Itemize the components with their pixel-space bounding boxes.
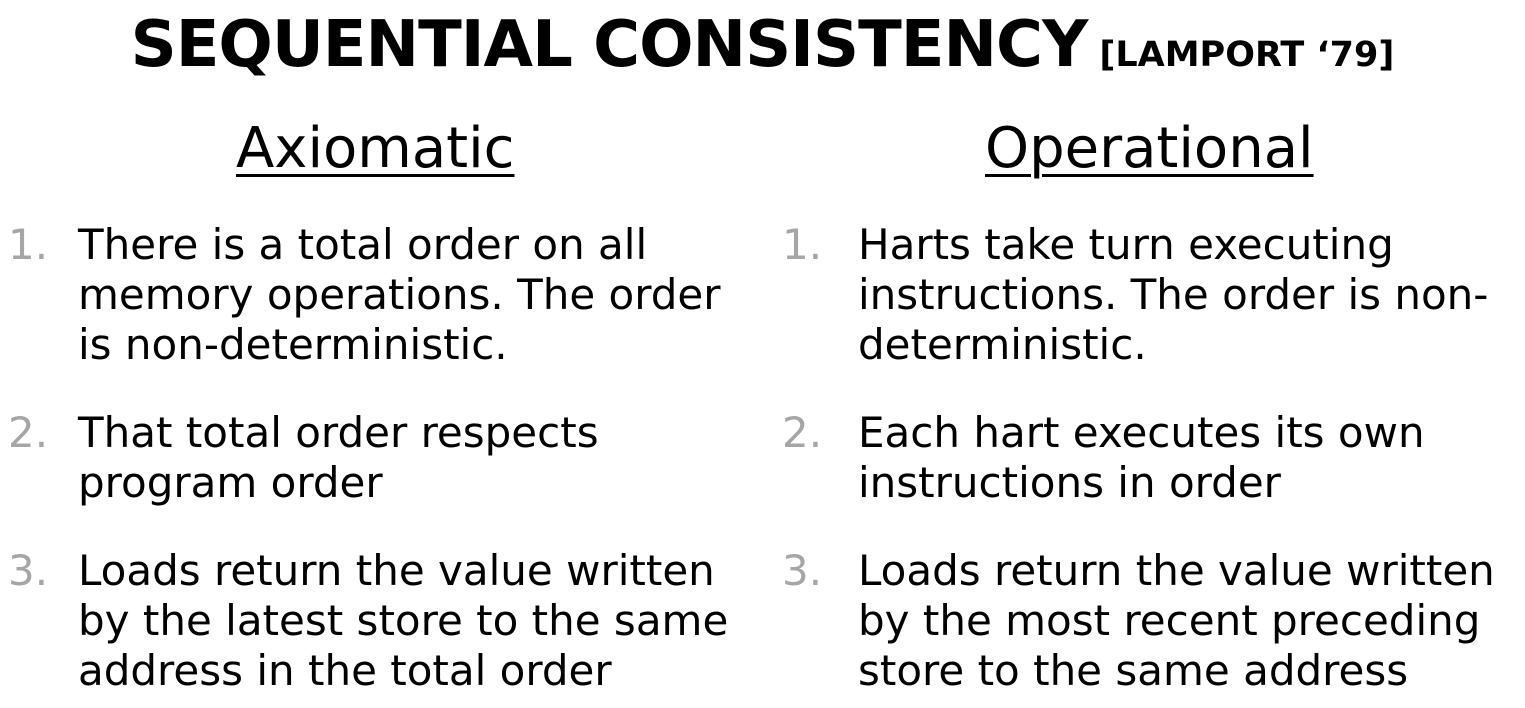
list-item: 2. Each hart executes its own instructio… (780, 408, 1425, 508)
list-item: 3. Loads return the value written by the… (780, 546, 1495, 696)
item-text: There is a total order on all memory ope… (78, 220, 721, 369)
item-number: 1. (8, 220, 49, 269)
item-number: 2. (782, 408, 823, 457)
slide-title: SEQUENTIAL CONSISTENCY[LAMPORT ‘79] (0, 8, 1525, 82)
item-number: 1. (782, 220, 823, 269)
operational-heading: Operational (985, 116, 1314, 181)
item-text: Loads return the value written by the la… (78, 546, 729, 695)
list-item: 3. Loads return the value written by the… (0, 546, 728, 696)
list-item: 1. Harts take turn executing instruction… (780, 220, 1488, 370)
item-number: 3. (8, 546, 49, 595)
item-text: Harts take turn executing instructions. … (858, 220, 1489, 369)
item-text: That total order respects program order (78, 408, 599, 507)
item-number: 3. (782, 546, 823, 595)
list-item: 1. There is a total order on all memory … (0, 220, 721, 370)
item-number: 2. (8, 408, 49, 457)
axiomatic-heading: Axiomatic (236, 116, 515, 181)
title-main: SEQUENTIAL CONSISTENCY (130, 8, 1089, 82)
title-citation: [LAMPORT ‘79] (1099, 35, 1395, 75)
item-text: Each hart executes its own instructions … (858, 408, 1425, 507)
list-item: 2. That total order respects program ord… (0, 408, 599, 508)
item-text: Loads return the value written by the mo… (858, 546, 1495, 695)
